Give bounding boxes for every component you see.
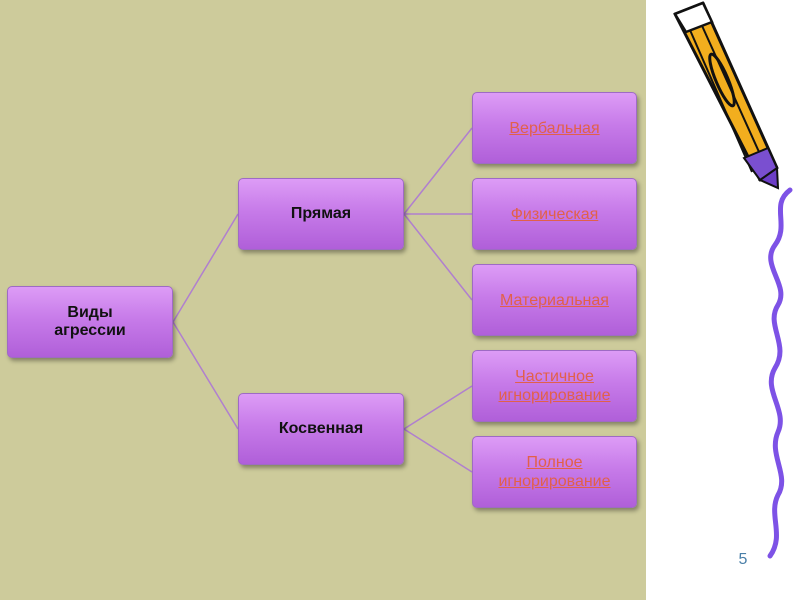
node-label[interactable]: Физическая: [510, 205, 599, 223]
node-indirect: Косвенная: [238, 393, 404, 465]
diagram-connectors: [172, 127, 473, 473]
connector-direct-verbal: [403, 127, 473, 215]
node-direct: Прямая: [238, 178, 404, 250]
node-label[interactable]: Вербальная: [509, 119, 600, 137]
node-full-ignoring-link[interactable]: Полное игнорирование: [472, 436, 637, 508]
slide-page-number: 5: [738, 551, 748, 568]
node-material-link[interactable]: Материальная: [472, 264, 637, 336]
node-physical-link[interactable]: Физическая: [472, 178, 637, 250]
connector-indirect-partial: [403, 385, 473, 430]
node-label[interactable]: Полное игнорирование: [498, 454, 611, 490]
connector-indirect-full: [403, 428, 473, 473]
connector-root-direct: [172, 213, 239, 323]
node-types-of-aggression: Виды агрессии: [7, 286, 173, 358]
pencil-icon: [673, 1, 793, 559]
node-label: Прямая: [290, 205, 352, 222]
node-label: Виды агрессии: [54, 304, 126, 339]
node-label[interactable]: Частичное игнорирование: [498, 368, 611, 404]
node-verbal-link[interactable]: Вербальная: [472, 92, 637, 164]
node-label: Косвенная: [278, 420, 364, 437]
connector-direct-material: [403, 213, 473, 301]
node-label[interactable]: Материальная: [500, 291, 609, 309]
node-partial-ignoring-link[interactable]: Частичное игнорирование: [472, 350, 637, 422]
connector-root-indirect: [172, 321, 239, 430]
